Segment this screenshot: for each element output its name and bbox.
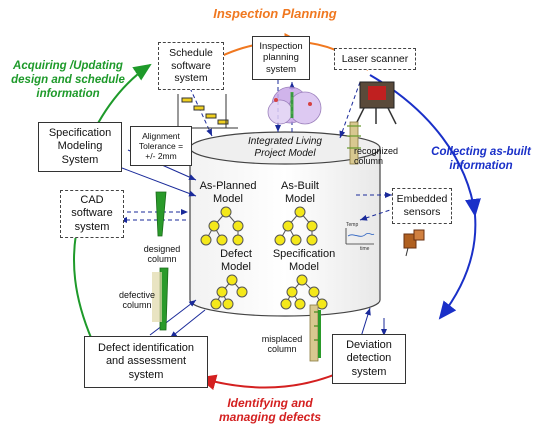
laser-scanner-icon: [355, 81, 397, 125]
specification-model-label: Specification Model: [272, 248, 336, 273]
tree-defect: [210, 274, 248, 310]
graph-time-label: time: [360, 246, 370, 252]
defective-column-icon: [152, 267, 169, 331]
as-planned-model-label: As-Planned Model: [199, 180, 257, 205]
designed-column-label: designed column: [143, 244, 181, 265]
sensor-graph-icon: [345, 228, 375, 245]
phase-identifying-defects: Identifying and managing defects: [218, 396, 322, 425]
cycle-arc-right-lower: [438, 214, 477, 320]
recognized-column-icon: [347, 121, 361, 165]
schedule-gantt-icon: [177, 94, 238, 129]
tree-as-planned: [200, 206, 244, 246]
recognized-column-label: recognized column: [354, 146, 399, 167]
tree-specification: [280, 274, 328, 310]
misplaced-column-label: misplaced column: [261, 334, 303, 355]
sensor-coverage-icon: [267, 86, 322, 125]
link-spec-2: [121, 167, 197, 197]
as-built-model-label: As-Built Model: [281, 180, 319, 205]
link-laser: [339, 81, 361, 139]
sensor-device-icon: [403, 229, 425, 257]
laser-scanner-box: Laser scanner: [334, 48, 416, 70]
cylinder-title: Integrated Living Project Model: [248, 136, 322, 159]
cycle-arc-bottom: [198, 367, 351, 391]
defect-model-label: Defect Model: [220, 248, 252, 273]
link-schedule: [189, 87, 213, 137]
graph-temp-label: Temp: [346, 222, 358, 228]
link-defect: [149, 299, 197, 336]
defective-column-label: defective column: [118, 290, 156, 311]
phase-inspection-planning: Inspection Planning: [213, 6, 337, 21]
phase-collecting-as-built: Collecting as-built information: [431, 146, 531, 172]
link-embedded-in: [359, 207, 397, 221]
link-defect-2: [169, 309, 206, 339]
tree-as-built: [274, 206, 318, 246]
misplaced-column-icon: [309, 304, 321, 362]
designed-column-icon: [155, 191, 167, 237]
phase-acquiring-updating: Acquiring /Updating design and schedule …: [11, 60, 125, 100]
